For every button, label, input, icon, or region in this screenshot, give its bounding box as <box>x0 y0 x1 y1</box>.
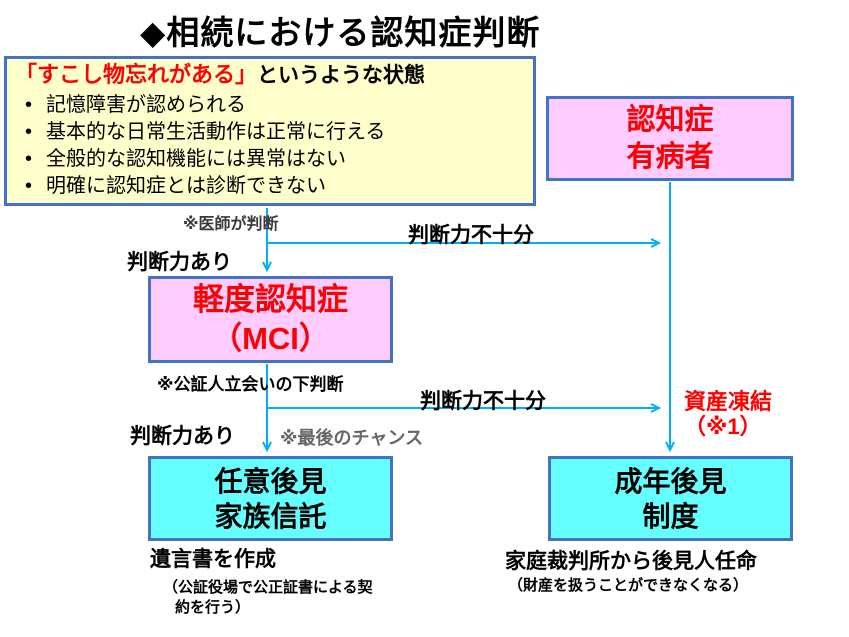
label-judgment-insufficient-2: 判断力不十分 <box>420 390 546 413</box>
node-mci-line1: 軽度認知症 <box>193 281 348 317</box>
symptom-item: 基本的な日常生活動作は正常に行える <box>25 119 525 146</box>
page-title: ◆相続における認知症判断 <box>140 14 541 51</box>
label-asset-freeze: 資産凍結 （※1） <box>684 389 772 440</box>
node-adult-line2: 制度 <box>642 500 699 532</box>
node-dementia-line1: 認知症 <box>626 104 714 137</box>
label-asset-freeze-ref: （※1） <box>684 414 762 440</box>
label-notary-judgment: ※公証人立会いの下判断 <box>157 375 344 394</box>
node-mci: 軽度認知症 （MCI） <box>148 276 393 363</box>
node-adult-guardianship: 成年後見 制度 <box>548 456 793 541</box>
label-last-chance: ※最後のチャンス <box>280 428 423 448</box>
note-will-title: 遺言書を作成 <box>150 547 276 571</box>
node-adult-line1: 成年後見 <box>614 465 727 497</box>
label-judgment-capable-1: 判断力あり <box>127 251 232 274</box>
node-mci-line2: （MCI） <box>211 320 330 356</box>
label-doctor-judgment: ※医師が判断 <box>183 216 279 233</box>
note-court-detail: （財産を扱うことができなくなる） <box>508 578 749 594</box>
symptom-heading-quote: 「すこし物忘れがある」 <box>15 62 258 87</box>
symptom-heading-rest: というような状態 <box>257 64 426 87</box>
label-judgment-capable-2: 判断力あり <box>130 425 235 448</box>
node-voluntary-line1: 任意後見 <box>214 465 327 497</box>
label-judgment-insufficient-1: 判断力不十分 <box>408 224 534 247</box>
node-voluntary-line2: 家族信託 <box>214 500 327 532</box>
label-asset-freeze-text: 資産凍結 <box>684 389 773 414</box>
symptom-item: 明確に認知症とは診断できない <box>25 173 525 200</box>
node-dementia-patient: 認知症 有病者 <box>546 96 794 181</box>
symptom-box: 「すこし物忘れがある」というような状態 記憶障害が認められる 基本的な日常生活動… <box>4 56 536 206</box>
node-voluntary-guardianship: 任意後見 家族信託 <box>148 456 393 541</box>
symptom-item: 記憶障害が認められる <box>25 92 525 119</box>
symptom-heading: 「すこし物忘れがある」というような状態 <box>15 62 525 88</box>
note-will-detail-2: 約を行う） <box>175 600 251 616</box>
node-dementia-line2: 有病者 <box>626 140 714 173</box>
symptom-item: 全般的な認知機能には異常はない <box>25 146 525 173</box>
note-will-detail-1: （公証役場で公正証書による契 <box>163 580 373 596</box>
note-court-title: 家庭裁判所から後見人任命 <box>505 549 757 573</box>
symptom-list: 記憶障害が認められる 基本的な日常生活動作は正常に行える 全般的な認知機能には異… <box>15 92 525 199</box>
